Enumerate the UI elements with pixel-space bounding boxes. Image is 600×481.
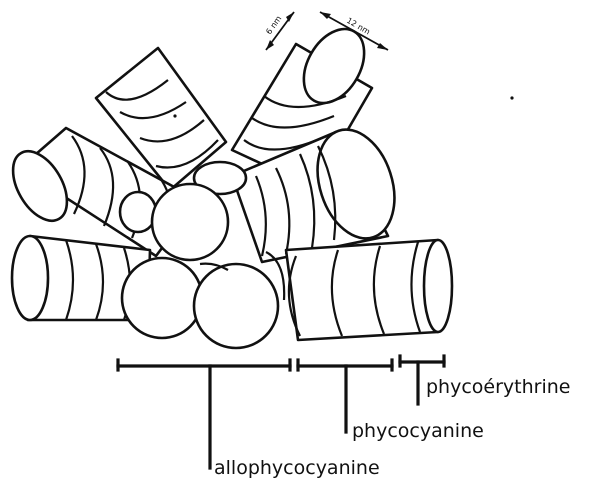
bracket-allophycocyanine [118, 360, 290, 468]
label-allophycocyanine: allophycocyanine [214, 457, 380, 479]
disc-thickness-label: 6 nm [264, 14, 283, 36]
label-phycoerythrine: phycoérythrine [426, 376, 570, 398]
label-phycocyanine: phycocyanine [352, 420, 484, 442]
stray-dot [510, 96, 513, 99]
rod-bottom-right [286, 240, 452, 340]
dimension-thickness: 6 nm [264, 12, 294, 50]
